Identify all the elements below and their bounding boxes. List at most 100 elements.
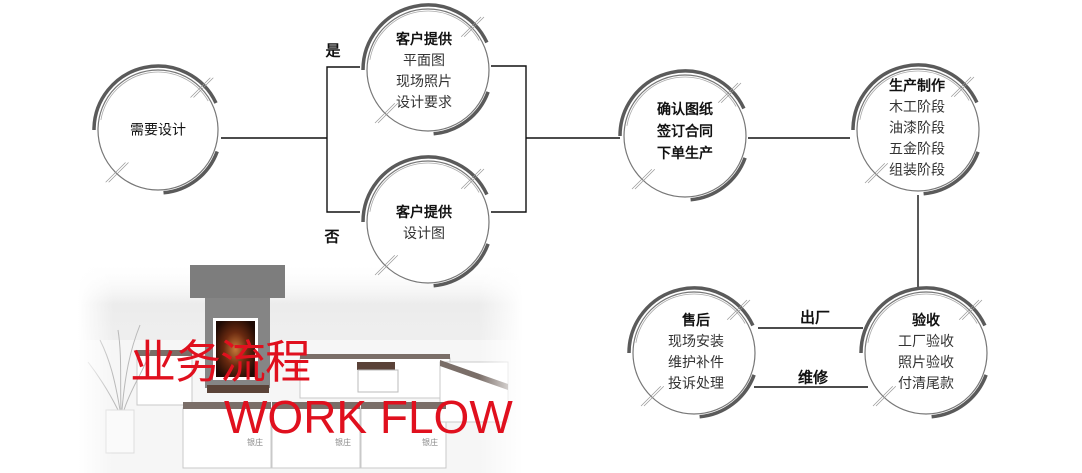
node-tick-mark — [864, 162, 886, 184]
node-ring-need-design — [92, 64, 219, 195]
counter-label: 银庄 — [335, 438, 351, 447]
node-accent-arc-bottom — [433, 243, 490, 288]
node-line: 付清尾款 — [898, 376, 954, 392]
node-disc — [623, 74, 747, 198]
node-accent-arc-top — [851, 63, 979, 131]
showroom-photo — [78, 262, 523, 473]
node-ring-inspection — [859, 286, 988, 419]
node-line: 组装阶段 — [889, 162, 945, 179]
node-ring-line — [856, 68, 980, 192]
node-production: 生产制作 木工阶段 油漆阶段 五金阶段 组装阶段 — [889, 77, 945, 182]
node-confirm: 确认图纸 签订合同 下单生产 — [657, 99, 713, 165]
node-inspection: 验收 工厂验收 照片验收 付清尾款 — [898, 311, 954, 395]
node-accent-arc-top — [361, 3, 489, 71]
node-inner-arc — [626, 76, 737, 126]
counter-label: 银庄 — [422, 438, 438, 447]
node-line: 五金阶段 — [889, 141, 945, 158]
node-disc — [864, 291, 988, 415]
node-accent-arc-bottom — [931, 374, 988, 419]
node-inner-arc — [369, 162, 480, 212]
node-line: 设计要求 — [396, 95, 452, 111]
node-tick-mark — [374, 102, 396, 124]
node-disc — [97, 69, 219, 191]
edge-label-repair: 维修 — [797, 368, 829, 387]
node-tick-mark — [193, 77, 214, 98]
node-inner-arc — [100, 71, 209, 120]
banner-title-cn: 业务流程 — [130, 335, 311, 389]
node-tick-mark — [720, 82, 742, 104]
node-tick-mark — [958, 299, 980, 321]
node-line: 木工阶段 — [889, 99, 945, 116]
node-tick-mark — [867, 162, 889, 184]
node-client-provides-yes: 客户提供 平面图 现场照片 设计要求 — [396, 30, 452, 114]
node-tick-mark — [950, 76, 972, 98]
node-tick-mark — [374, 254, 396, 276]
node-accent-arc-bottom — [923, 151, 980, 196]
node-accent-arc-bottom — [699, 374, 756, 419]
node-tick-mark — [875, 385, 897, 407]
banner-title-en: WORK FLOW — [224, 391, 513, 443]
node-accent-arc-bottom — [690, 157, 747, 202]
node-ring-client-provides-yes — [361, 3, 490, 136]
node-tick-mark — [463, 168, 485, 190]
edge-branch-split — [326, 66, 360, 213]
node-tick-mark — [729, 299, 751, 321]
node-inner-arc — [635, 293, 746, 343]
node-tick-mark — [377, 254, 399, 276]
node-accent-arc-bottom — [163, 150, 219, 195]
node-accent-arc-top — [618, 69, 746, 137]
node-inner-arc — [369, 10, 480, 60]
node-tick-mark — [105, 162, 126, 183]
edge-label-yes: 是 — [325, 41, 341, 60]
node-inner-arc — [867, 293, 978, 343]
node-line: 设计图 — [403, 226, 445, 242]
node-line: 投诉处理 — [668, 376, 724, 392]
node-tick-mark — [953, 76, 975, 98]
node-tick-mark — [726, 299, 748, 321]
node-accent-arc-top — [859, 286, 987, 354]
node-ring-production — [851, 63, 980, 196]
node-line: 确认图纸 — [657, 102, 713, 118]
edge-merge — [491, 65, 527, 213]
node-after-sales: 售后 现场安装 维护补件 投诉处理 — [668, 311, 724, 395]
node-accent-arc-bottom — [433, 91, 490, 136]
node-ring-confirm — [618, 69, 747, 202]
node-tick-mark — [190, 77, 211, 98]
node-tick-mark — [631, 168, 653, 190]
node-tick-mark — [108, 162, 129, 183]
node-client-provides-no: 客户提供 设计图 — [396, 203, 452, 245]
node-disc — [632, 291, 756, 415]
node-ring-line — [366, 160, 490, 284]
counter-label: 银庄 — [247, 438, 263, 447]
node-line: 现场照片 — [396, 74, 452, 90]
node-line: 下单生产 — [657, 146, 713, 162]
node-need-design: 需要设计 — [130, 121, 186, 142]
node-tick-mark — [460, 168, 482, 190]
node-accent-arc-top — [627, 286, 755, 354]
node-line: 签订合同 — [657, 124, 713, 140]
node-ring-line — [632, 291, 756, 415]
node-title: 生产制作 — [889, 78, 945, 95]
node-disc — [366, 8, 490, 132]
node-tick-mark — [377, 102, 399, 124]
node-disc — [366, 160, 490, 284]
node-ring-line — [623, 74, 747, 198]
node-tick-mark — [634, 168, 656, 190]
node-line: 维护补件 — [668, 355, 724, 371]
node-tick-mark — [717, 82, 739, 104]
node-inner-arc — [859, 70, 970, 120]
node-ring-client-provides-no — [361, 155, 490, 288]
node-tick-mark — [872, 385, 894, 407]
node-title: 验收 — [912, 313, 940, 329]
node-tick-mark — [463, 16, 485, 38]
node-ring-line — [97, 69, 219, 191]
edge-label-ship: 出厂 — [799, 308, 831, 327]
node-accent-arc-top — [361, 155, 489, 223]
node-title: 客户提供 — [396, 32, 452, 48]
node-line: 照片验收 — [898, 355, 954, 371]
connectors — [221, 65, 919, 388]
edge-label-no: 否 — [324, 227, 340, 246]
node-tick-mark — [643, 385, 665, 407]
node-ring-after-sales — [627, 286, 756, 419]
